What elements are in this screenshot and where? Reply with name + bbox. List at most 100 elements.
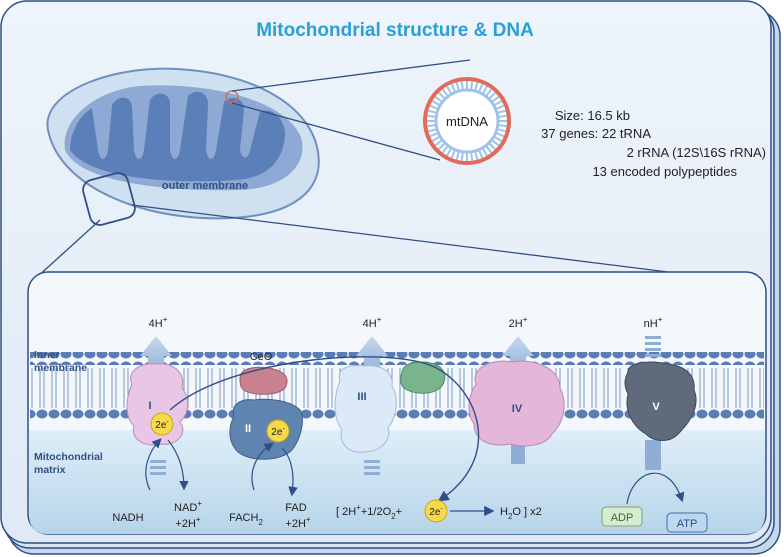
- inner-membrane-label-2: membrane: [34, 362, 87, 374]
- electron-bubble-water: [424, 499, 448, 523]
- mtdna-rrna: 2 rRNA (12S\16S rRNA): [627, 145, 766, 160]
- mtdna-rung: [485, 145, 493, 154]
- nadh-arrow: [145, 438, 162, 491]
- mtdna-rung: [455, 151, 460, 160]
- complex-iv: IV: [468, 360, 565, 447]
- zoom-line-right: [131, 204, 669, 273]
- electron-bubble-i: [150, 412, 174, 436]
- electron-flow-arc: [169, 356, 480, 502]
- mtdna-rung: [498, 114, 507, 118]
- mtdna-label: mtDNA: [446, 114, 488, 129]
- atp-label: ATP: [677, 518, 698, 530]
- mtdna-rung: [497, 128, 506, 133]
- figure-title: Mitochondrial structure & DNA: [256, 20, 534, 41]
- mtdna-rung: [441, 145, 449, 154]
- adp-label: ADP: [611, 512, 634, 524]
- electron-label-i: 2e-: [155, 419, 169, 431]
- proton-label-4: 2H+: [509, 315, 528, 330]
- complex-v-label: V: [652, 401, 660, 413]
- mtdna-rung: [427, 124, 436, 128]
- mtdna-rung: [434, 95, 443, 103]
- mtdna-rung: [494, 100, 503, 106]
- adp-atp-arrow: [626, 472, 685, 505]
- zoom-line-left: [35, 219, 101, 279]
- mtdna-rung: [470, 81, 474, 90]
- fad-arrow: [281, 447, 298, 497]
- complex-iv-label: IV: [512, 403, 523, 415]
- complex-v: V: [624, 361, 697, 441]
- mtdna-rung: [429, 132, 438, 138]
- fad-h-label: +2H+: [285, 515, 311, 530]
- mtdna-rung: [488, 92, 496, 100]
- mtdna-rung: [450, 150, 456, 159]
- mtdna-rung: [478, 83, 484, 92]
- proton-label-1: 4H+: [149, 315, 168, 330]
- mtdna-rung: [485, 88, 493, 97]
- electron-bubble-ii: [266, 419, 290, 443]
- proton-arrow-5: [645, 336, 661, 470]
- mtdna-rung: [428, 109, 437, 114]
- mtdna-rung: [496, 104, 505, 110]
- coq-label: CeO: [250, 351, 273, 363]
- mtdna-rung: [429, 104, 438, 110]
- mtdna-rung: [431, 136, 440, 142]
- nadh-label: NADH: [112, 512, 143, 524]
- proton-label-3: 4H+: [363, 315, 382, 330]
- coq-blob: [239, 366, 288, 395]
- mtdna-rung: [478, 150, 484, 159]
- nad-arrow: [167, 439, 189, 491]
- mtdna-rung: [474, 82, 479, 91]
- mtdna-rung: [497, 109, 506, 114]
- mtdna-rung: [446, 85, 452, 94]
- mtdna-plasmid: mtDNA: [423, 77, 511, 165]
- matrix-region: [29, 430, 765, 534]
- complex-iii: III: [334, 365, 397, 453]
- zoom-box: [82, 172, 136, 226]
- mtdna-size: Size: 16.5 kb: [555, 108, 630, 123]
- nad-h-label: +2H+: [175, 515, 201, 530]
- mtdna-rung: [470, 152, 474, 161]
- fach2-label: FACH2: [229, 512, 263, 527]
- mtdna-rung: [434, 139, 443, 147]
- mtdna-rung: [427, 114, 436, 118]
- mtdna-rung: [438, 142, 446, 150]
- mtdna-genes: 37 genes: 22 tRNA: [541, 126, 651, 141]
- cytc-blob: [400, 361, 446, 394]
- water-product: H2O ] x2: [500, 506, 542, 521]
- mtdna-rung: [450, 83, 456, 92]
- mtdna-rung: [455, 82, 460, 91]
- mtdna-rung: [482, 148, 488, 157]
- mtdna-rung: [438, 92, 446, 100]
- complex-ii-label: II: [245, 423, 251, 435]
- complex-i-label: I: [148, 400, 151, 412]
- mtdna-rung: [446, 148, 452, 157]
- complex-iii-label: III: [357, 391, 366, 403]
- mtdna-rung: [441, 88, 449, 97]
- mtdna-rung: [498, 124, 507, 128]
- mitochondrion-illustration: outer membrane: [46, 67, 320, 226]
- zoom-line-top: [231, 59, 471, 92]
- matrix-label-2: matrix: [34, 464, 66, 476]
- outer-membrane-label: outer membrane: [162, 180, 248, 192]
- mtdna-rung: [491, 95, 500, 103]
- electron-label-ii: 2e-: [271, 426, 285, 438]
- proton-label-5: nH+: [644, 315, 663, 330]
- matrix-label-1: Mitochondrial: [34, 451, 103, 463]
- mtdna-rung: [491, 139, 500, 147]
- mtdna-rung: [494, 136, 503, 142]
- mtdna-polypeptides: 13 encoded polypeptides: [592, 164, 737, 179]
- mtdna-rung: [431, 100, 440, 106]
- mtdna-rung: [482, 85, 488, 94]
- mtdna-rung: [496, 132, 505, 138]
- zoom-line-bottom: [231, 102, 441, 161]
- nad-label: NAD+: [174, 499, 202, 514]
- electron-label-water: 2e-: [429, 506, 443, 518]
- mtdna-rung: [488, 142, 496, 150]
- inner-membrane-label-1: Inner: [34, 349, 60, 361]
- mtdna-rung: [460, 152, 464, 161]
- water-reactants: [ 2H++1/2O2+: [336, 503, 402, 521]
- fad-label: FAD: [285, 502, 306, 514]
- mtdna-rung: [474, 151, 479, 160]
